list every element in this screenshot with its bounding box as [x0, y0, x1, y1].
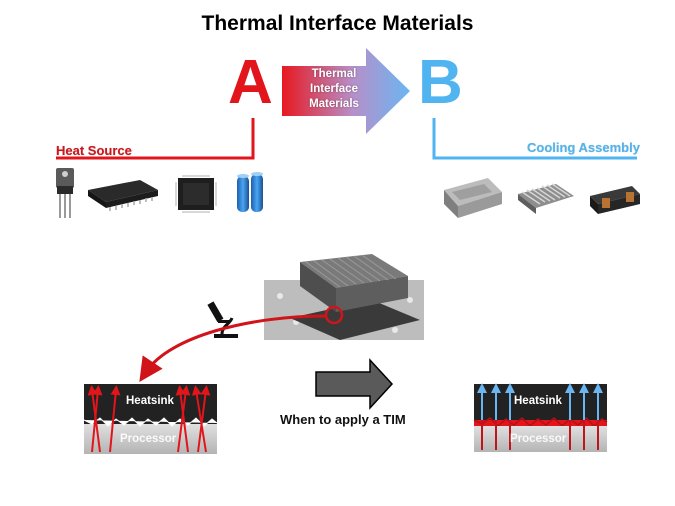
zoom-arrow: [139, 314, 327, 382]
fin-heatsink-icon: [518, 183, 574, 214]
tim-label-line-2: Interface: [310, 82, 358, 95]
left-processor-label: Processor: [120, 433, 177, 445]
letter-a: A: [228, 48, 273, 117]
right-heatsink-label: Heatsink: [514, 395, 563, 407]
cooling-assembly-label: Cooling Assembly: [527, 140, 640, 155]
tim-label-line-1: Thermal: [311, 68, 357, 80]
cooling-assembly-line: [432, 118, 637, 160]
tim-gradient-arrow: [282, 48, 410, 134]
battery-icon: [237, 172, 263, 212]
tim-arrow-label: Thermal Interface Materials: [294, 67, 374, 112]
when-to-apply-label: When to apply a TIM: [280, 412, 406, 427]
heat-source-label: Heat Source: [56, 143, 132, 158]
radiator-icon: [590, 186, 640, 214]
left-detail-panel: [83, 384, 218, 454]
enclosure-heatsink-icon: [444, 178, 502, 218]
right-detail-panel: [473, 383, 608, 452]
left-heatsink-label: Heatsink: [126, 395, 175, 407]
chip-qfp-icon: [175, 175, 217, 213]
chip-soic-icon: [88, 180, 158, 211]
letter-b: B: [418, 48, 463, 117]
right-processor-label: Processor: [510, 433, 567, 445]
tim-label-line-3: Materials: [309, 97, 359, 110]
transistor-icon: [56, 168, 74, 218]
motherboard-image: [264, 254, 424, 340]
apply-tim-arrow: [315, 358, 394, 410]
microscope-icon: [207, 301, 238, 338]
page-title: Thermal Interface Materials: [201, 12, 474, 35]
heat-source-line: [56, 118, 255, 160]
